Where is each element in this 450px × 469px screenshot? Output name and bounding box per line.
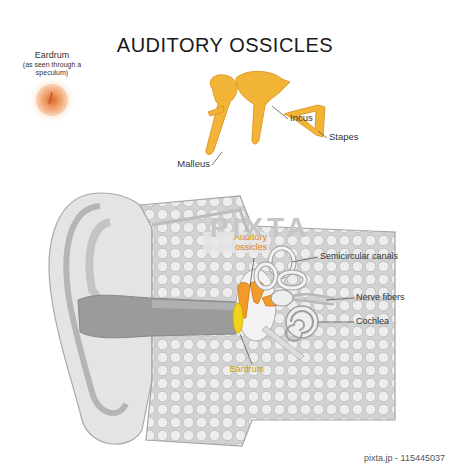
part-label: Stapes [329, 132, 389, 143]
part-label: Eardrum [208, 364, 264, 374]
part-label: Eardrum [17, 50, 87, 60]
eardrum-view [28, 76, 76, 124]
part-label: Nerve fibers [356, 292, 446, 302]
part-label: Cochlea [356, 316, 446, 326]
eardrum-membrane [233, 303, 243, 333]
part-label: Malleus [150, 159, 210, 170]
part-label: Semicircular canals [320, 251, 440, 261]
watermark: PIXTA [150, 212, 370, 244]
part-label: Incus [290, 113, 340, 124]
ear-canal [78, 295, 236, 338]
watermark: pixta.jp - 115445037 [200, 453, 445, 463]
inner-ear [256, 248, 334, 341]
note-label: (as seen through a speculum) [17, 61, 87, 77]
